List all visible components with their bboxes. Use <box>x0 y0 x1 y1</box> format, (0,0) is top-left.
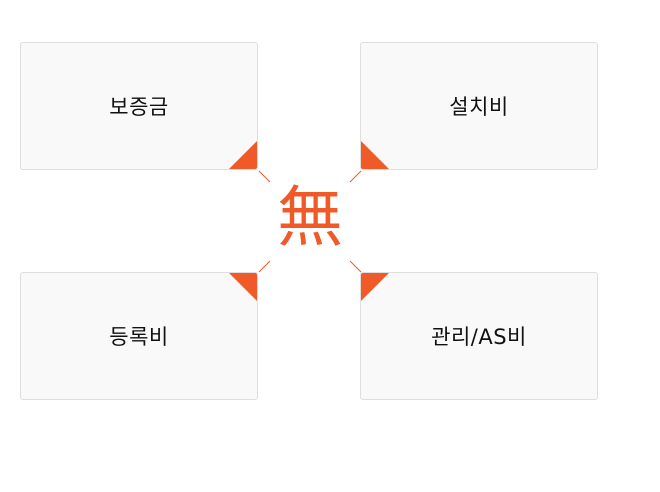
corner-marker <box>228 140 257 169</box>
card-label-registration-fee: 등록비 <box>109 325 169 349</box>
corner-marker <box>228 273 257 302</box>
corner-marker <box>361 273 390 302</box>
card-label-maintenance-fee: 관리/AS비 <box>431 325 527 349</box>
connector-line-bottom-right <box>349 260 362 273</box>
card-registration-fee: 등록비 <box>20 272 258 400</box>
connector-line-top-left <box>258 170 271 183</box>
no-fee-symbol: 無 <box>277 179 343 256</box>
card-label-deposit: 보증금 <box>109 95 169 119</box>
card-label-installation-fee: 설치비 <box>449 95 509 119</box>
card-maintenance-fee: 관리/AS비 <box>360 272 598 400</box>
connector-line-bottom-left <box>258 260 271 273</box>
card-deposit: 보증금 <box>20 42 258 170</box>
card-installation-fee: 설치비 <box>360 42 598 170</box>
corner-marker <box>361 140 390 169</box>
connector-line-top-right <box>349 170 362 183</box>
